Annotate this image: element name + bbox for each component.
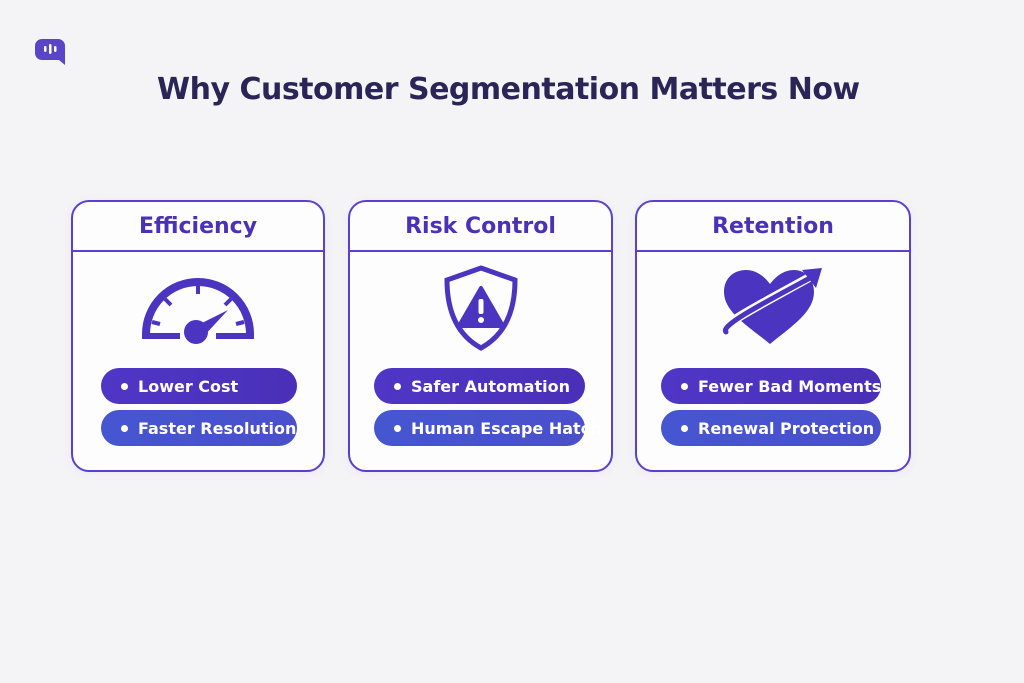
- point-pill: Faster Resolution: [101, 410, 297, 446]
- bullet-icon: [121, 382, 128, 390]
- point-label: Faster Resolution: [138, 418, 297, 438]
- chat-logo-icon: [35, 39, 65, 65]
- card-heading: Retention: [637, 202, 909, 252]
- card-heading: Efficiency: [73, 202, 323, 252]
- bullet-icon: [394, 382, 401, 390]
- card-heading: Risk Control: [350, 202, 611, 252]
- shield-warning-icon: [443, 265, 518, 351]
- point-label: Safer Automation: [411, 376, 570, 396]
- point-pill: Lower Cost: [101, 368, 297, 404]
- bullet-icon: [681, 424, 688, 432]
- point-label: Lower Cost: [138, 376, 239, 396]
- card-risk-control: Risk Control Safer Automation Human Esca…: [348, 200, 613, 472]
- card-efficiency: Efficiency Lower Cost Faster Resolution: [71, 200, 325, 472]
- speedometer-icon: [142, 278, 254, 344]
- point-label: Renewal Protection: [698, 418, 875, 438]
- bullet-icon: [681, 382, 688, 390]
- bullet-icon: [394, 424, 401, 432]
- point-pill: Fewer Bad Moments: [661, 368, 881, 404]
- bullet-icon: [121, 424, 128, 432]
- point-label: Fewer Bad Moments: [698, 376, 882, 396]
- card-retention: Retention Fewer Bad Moments Renewal Prot…: [635, 200, 911, 472]
- point-pill: Renewal Protection: [661, 410, 881, 446]
- point-pill: Human Escape Hatch: [374, 410, 602, 446]
- point-label: Human Escape Hatch: [411, 418, 602, 438]
- page-title: Why Customer Segmentation Matters Now: [157, 72, 860, 107]
- point-pill: Safer Automation: [374, 368, 585, 404]
- heart-arrow-icon: [718, 268, 822, 344]
